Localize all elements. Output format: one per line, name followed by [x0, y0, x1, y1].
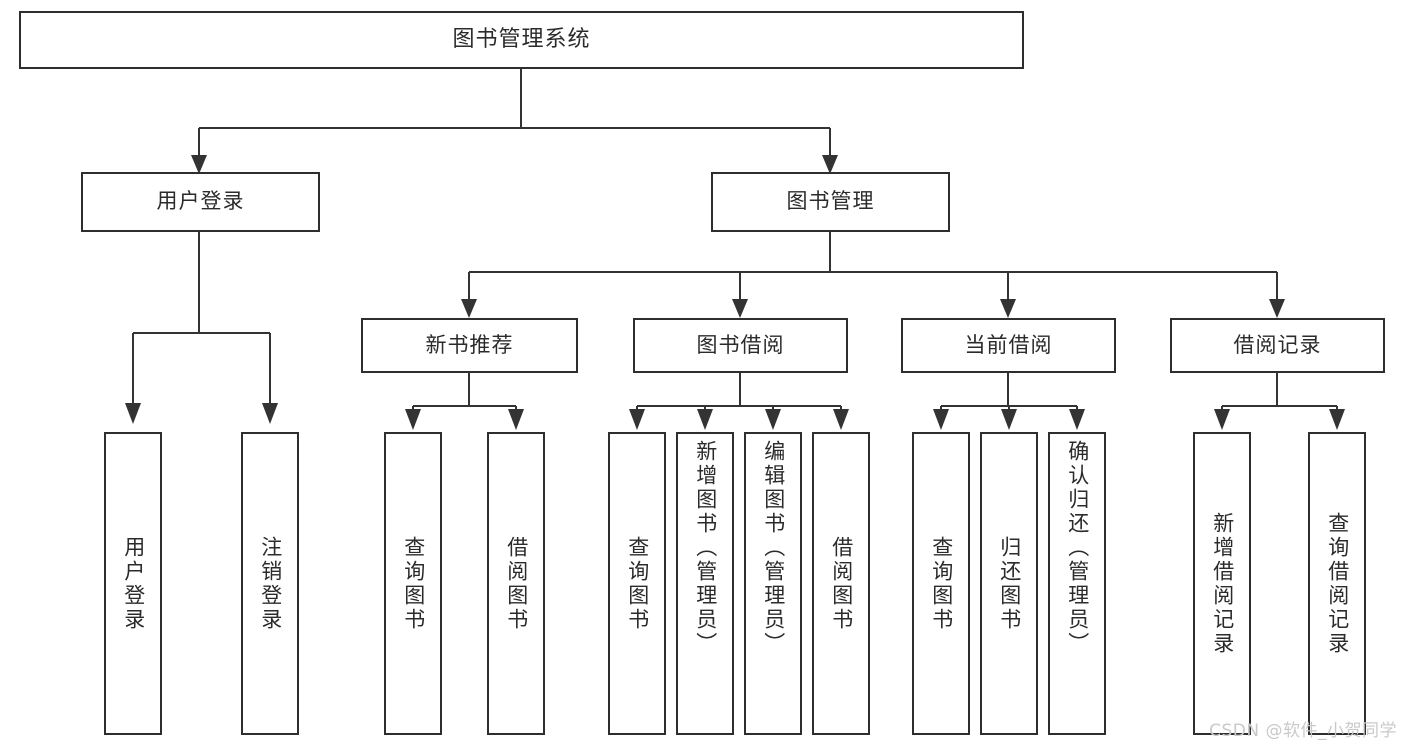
arrowhead-bb-leaf-3 [765, 409, 781, 430]
node-label: 用户登录 [156, 189, 245, 214]
node-label: 新增借阅记录 [1210, 511, 1235, 656]
node-label: 图书管理系统 [452, 26, 591, 52]
node-label: 当前借阅 [964, 332, 1053, 357]
node-label: 查询借阅记录 [1325, 511, 1350, 656]
leaf-borrow-book[interactable]: 借阅图书 [812, 432, 870, 735]
leaf-query-book-current[interactable]: 查询图书 [912, 432, 970, 735]
leaf-edit-book-admin[interactable]: 编辑图书（管理员） [744, 432, 802, 735]
arrowhead-new-book-recommend [461, 299, 477, 318]
node-book-management[interactable]: 图书管理 [711, 172, 950, 232]
node-label: 新增图书（管理员） [693, 440, 718, 656]
arrowhead-cb-leaf-2 [1001, 409, 1017, 430]
leaf-query-book-recommend[interactable]: 查询图书 [384, 432, 442, 735]
leaf-return-book[interactable]: 归还图书 [980, 432, 1038, 735]
node-label: 借阅图书 [504, 535, 529, 632]
leaf-borrow-book-recommend[interactable]: 借阅图书 [487, 432, 545, 735]
node-current-borrow[interactable]: 当前借阅 [901, 318, 1116, 373]
arrowhead-current-borrow [1000, 299, 1016, 318]
arrowhead-bb-leaf-1 [629, 409, 645, 430]
leaf-logout[interactable]: 注销登录 [241, 432, 299, 735]
node-label: 确认归还（管理员） [1065, 440, 1090, 656]
arrowhead-borrow-record [1269, 299, 1285, 318]
node-borrow-record[interactable]: 借阅记录 [1170, 318, 1385, 373]
arrowhead-book-borrow [732, 299, 748, 318]
arrowhead-bb-leaf-2 [697, 409, 713, 430]
leaf-user-login[interactable]: 用户登录 [104, 432, 162, 735]
leaf-query-book-borrow[interactable]: 查询图书 [608, 432, 666, 735]
arrowhead-br-leaf-2 [1329, 409, 1345, 430]
node-book-borrow[interactable]: 图书借阅 [633, 318, 848, 373]
node-label: 新书推荐 [425, 332, 514, 357]
node-user-login[interactable]: 用户登录 [81, 172, 320, 232]
node-label: 归还图书 [997, 535, 1022, 632]
node-label: 注销登录 [258, 535, 283, 632]
arrowhead-nbr-leaf-1 [405, 409, 421, 430]
leaf-add-book-admin[interactable]: 新增图书（管理员） [676, 432, 734, 735]
node-label: 编辑图书（管理员） [761, 440, 786, 656]
arrowhead-br-leaf-1 [1214, 409, 1230, 430]
node-label: 图书管理 [786, 189, 875, 214]
node-label: 借阅记录 [1233, 332, 1322, 357]
node-label: 用户登录 [121, 535, 146, 632]
watermark-csdn: CSDN @软件_小贺同学 [1209, 721, 1397, 741]
node-label: 查询图书 [625, 535, 650, 632]
leaf-confirm-return-admin[interactable]: 确认归还（管理员） [1048, 432, 1106, 735]
node-label: 查询图书 [929, 535, 954, 632]
node-label: 借阅图书 [829, 535, 854, 632]
arrowhead-cb-leaf-3 [1069, 409, 1085, 430]
leaf-add-borrow-record[interactable]: 新增借阅记录 [1193, 432, 1251, 735]
node-label: 查询图书 [401, 535, 426, 632]
leaf-query-borrow-record[interactable]: 查询借阅记录 [1308, 432, 1366, 735]
node-new-book-recommend[interactable]: 新书推荐 [361, 318, 578, 373]
arrowhead-cb-leaf-1 [933, 409, 949, 430]
arrowhead-nbr-leaf-2 [508, 409, 524, 430]
arrowhead-leaf-user-login [125, 403, 141, 424]
arrowhead-leaf-logout [262, 403, 278, 424]
arrowhead-bb-leaf-4 [833, 409, 849, 430]
node-label: 图书借阅 [696, 332, 785, 357]
node-root-book-management-system[interactable]: 图书管理系统 [19, 11, 1024, 69]
